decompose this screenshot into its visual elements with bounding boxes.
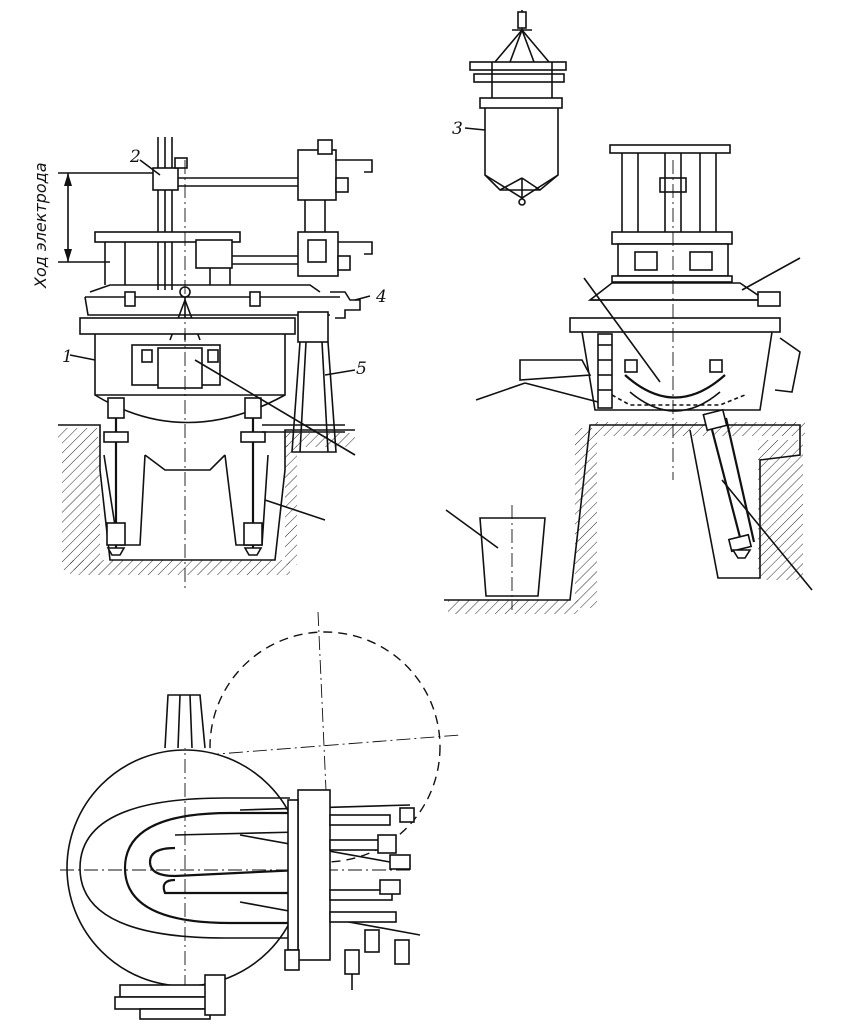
side-tilt-cylinder xyxy=(702,408,756,559)
label-2: 2 xyxy=(129,147,141,167)
label-1: 1 xyxy=(62,347,73,367)
side-view-ground xyxy=(444,422,805,614)
ladle xyxy=(479,517,546,597)
label-5: 5 xyxy=(356,359,367,379)
front-view: Ход электрода xyxy=(31,137,387,590)
side-view xyxy=(444,144,813,614)
tilt-mechanism xyxy=(262,311,345,453)
front-view-ground xyxy=(58,424,355,575)
label-4: 4 xyxy=(375,287,387,307)
electrode-masts xyxy=(152,137,373,290)
charging-bucket: 3 xyxy=(452,10,567,206)
electrode-lower-frame xyxy=(94,231,373,285)
plan-view xyxy=(60,611,461,1020)
label-3: 3 xyxy=(452,119,463,139)
furnace-supports xyxy=(103,397,266,556)
front-view-leaders xyxy=(69,159,371,521)
electrode-stroke-label: Ход электрода xyxy=(31,162,50,289)
electrode-stroke-dimension: Ход электрода xyxy=(31,162,160,289)
